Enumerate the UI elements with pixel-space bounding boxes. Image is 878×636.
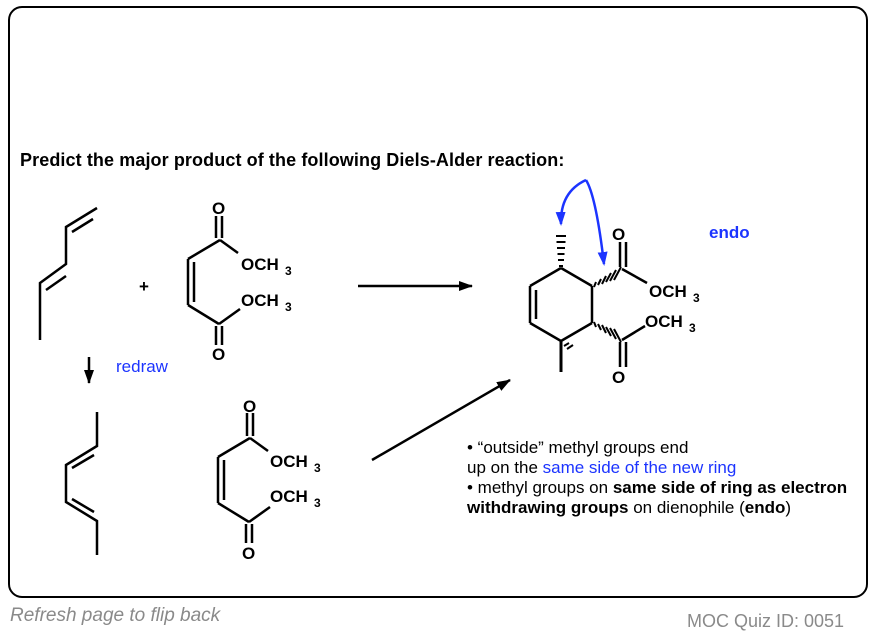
note-2-endo: endo <box>744 498 786 517</box>
reaction-scheme: + O OCH 3 OCH 3 O O OCH <box>38 178 700 563</box>
hashed-methyl-top <box>556 235 566 267</box>
note-1: • “outside” methyl groups end up on the … <box>467 438 867 478</box>
diene-top <box>38 206 98 340</box>
product-ester-2: OCH <box>645 312 683 331</box>
dienophile-top <box>186 216 241 345</box>
carbonyl-o-top: O <box>212 199 225 218</box>
note-2-prefix: • methyl groups on <box>467 478 613 497</box>
blue-arrow-left <box>555 178 587 226</box>
quiz-id: MOC Quiz ID: 0051 <box>687 611 845 631</box>
ester-bottom-1: OCH <box>270 452 308 471</box>
explanation-notes: • “outside” methyl groups end up on the … <box>467 438 867 518</box>
note-1-prefix: up on the <box>467 458 543 477</box>
blue-arrow-right <box>584 179 608 266</box>
product-carbonyl-o-bottom: O <box>612 368 625 387</box>
plus-sign: + <box>139 277 149 296</box>
ester-top-2: OCH <box>241 291 279 310</box>
ester-bottom-2-sub: 3 <box>314 496 321 510</box>
quiz-card[interactable] <box>8 6 868 598</box>
hashed-ester-bottom <box>593 321 622 343</box>
carbonyl-o-bottom-2: O <box>242 544 255 563</box>
hashed-ester-top <box>593 266 622 288</box>
carbonyl-o-bottom: O <box>243 397 256 416</box>
note-2-suffix: ) <box>785 498 792 517</box>
question-text: Predict the major product of the followi… <box>20 150 565 170</box>
diene-bottom <box>64 412 99 555</box>
hashed-methyl-bottom <box>563 342 574 350</box>
dienophile-bottom <box>216 413 271 543</box>
redraw-label: redraw <box>116 357 168 376</box>
product-ester-2-sub: 3 <box>689 321 696 335</box>
ester-top-1: OCH <box>241 255 279 274</box>
ester-top-2-sub: 3 <box>285 300 292 314</box>
endo-label: endo <box>709 223 750 242</box>
note-2-bold: same side of ring as electron withdrawin… <box>467 478 848 517</box>
product-ester-1: OCH <box>649 282 687 301</box>
ester-top-1-sub: 3 <box>285 264 292 278</box>
ester-bottom-2: OCH <box>270 487 308 506</box>
note-2-middle: on dienophile ( <box>628 498 745 517</box>
refresh-hint: Refresh page to flip back <box>10 605 221 626</box>
ester-bottom-1-sub: 3 <box>314 461 321 475</box>
note-1-highlight: same side of the new ring <box>542 458 737 477</box>
carbonyl-o-top-2: O <box>212 345 225 364</box>
product-ester-1-sub: 3 <box>693 291 700 305</box>
product-ring <box>528 242 648 372</box>
diagonal-arrow <box>371 378 511 462</box>
product-carbonyl-o-top: O <box>612 225 625 244</box>
note-1-text: • “outside” methyl groups end <box>467 438 689 457</box>
note-2: • methyl groups on same side of ring as … <box>467 478 867 518</box>
